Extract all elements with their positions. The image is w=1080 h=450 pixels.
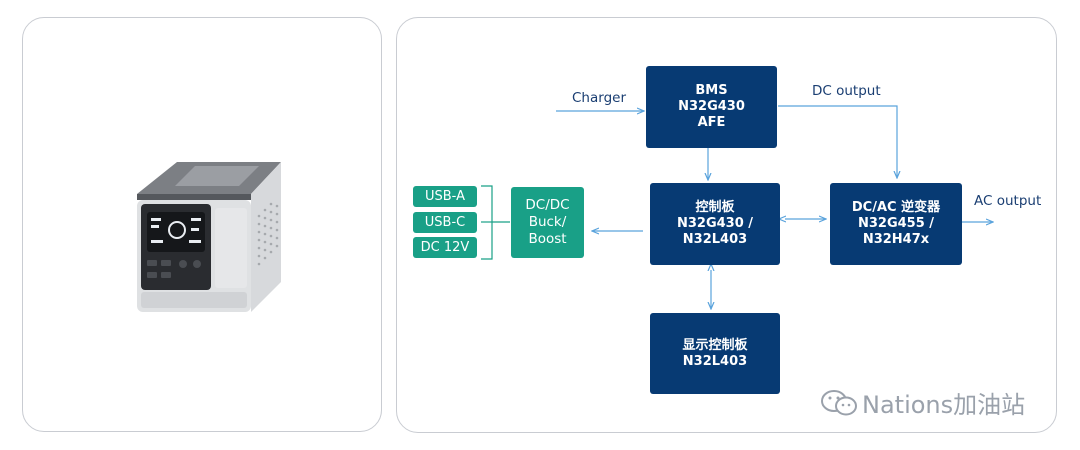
control-board-label: 控制板 N32G430 / N32L403 <box>676 200 754 247</box>
portable-power-station-image <box>137 162 281 312</box>
bms-label: BMS N32G430 AFE <box>678 83 745 130</box>
inverter-block: DC/AC 逆变器 N32G455 / N32H47x <box>830 183 962 265</box>
dc12v-label: DC 12V <box>420 239 470 255</box>
dc-output-label: DC output <box>812 83 881 99</box>
inverter-label: DC/AC 逆变器 N32G455 / N32H47x <box>851 200 941 247</box>
usb-c-block: USB-C <box>413 212 477 233</box>
ac-output-label: AC output <box>974 193 1042 209</box>
product-image-panel <box>22 17 382 432</box>
dc12v-block: DC 12V <box>413 237 477 258</box>
charger-label: Charger <box>572 90 626 106</box>
bms-block: BMS N32G430 AFE <box>646 66 777 148</box>
dc-output-arrow <box>778 105 897 178</box>
output-bracket <box>481 185 510 260</box>
watermark-text: Nations加油站 <box>862 391 1026 419</box>
usb-c-label: USB-C <box>424 214 466 230</box>
dcdc-block: DC/DC Buck/ Boost <box>511 187 584 258</box>
usb-a-label: USB-A <box>425 188 465 204</box>
display-board-block: 显示控制板 N32L403 <box>650 313 780 394</box>
watermark: Nations加油站 <box>818 385 1025 420</box>
display-board-label: 显示控制板 N32L403 <box>682 337 748 369</box>
control-board-block: 控制板 N32G430 / N32L403 <box>650 183 780 265</box>
usb-a-block: USB-A <box>413 186 477 207</box>
wechat-icon <box>821 389 857 415</box>
dcdc-label: DC/DC Buck/ Boost <box>525 197 570 247</box>
